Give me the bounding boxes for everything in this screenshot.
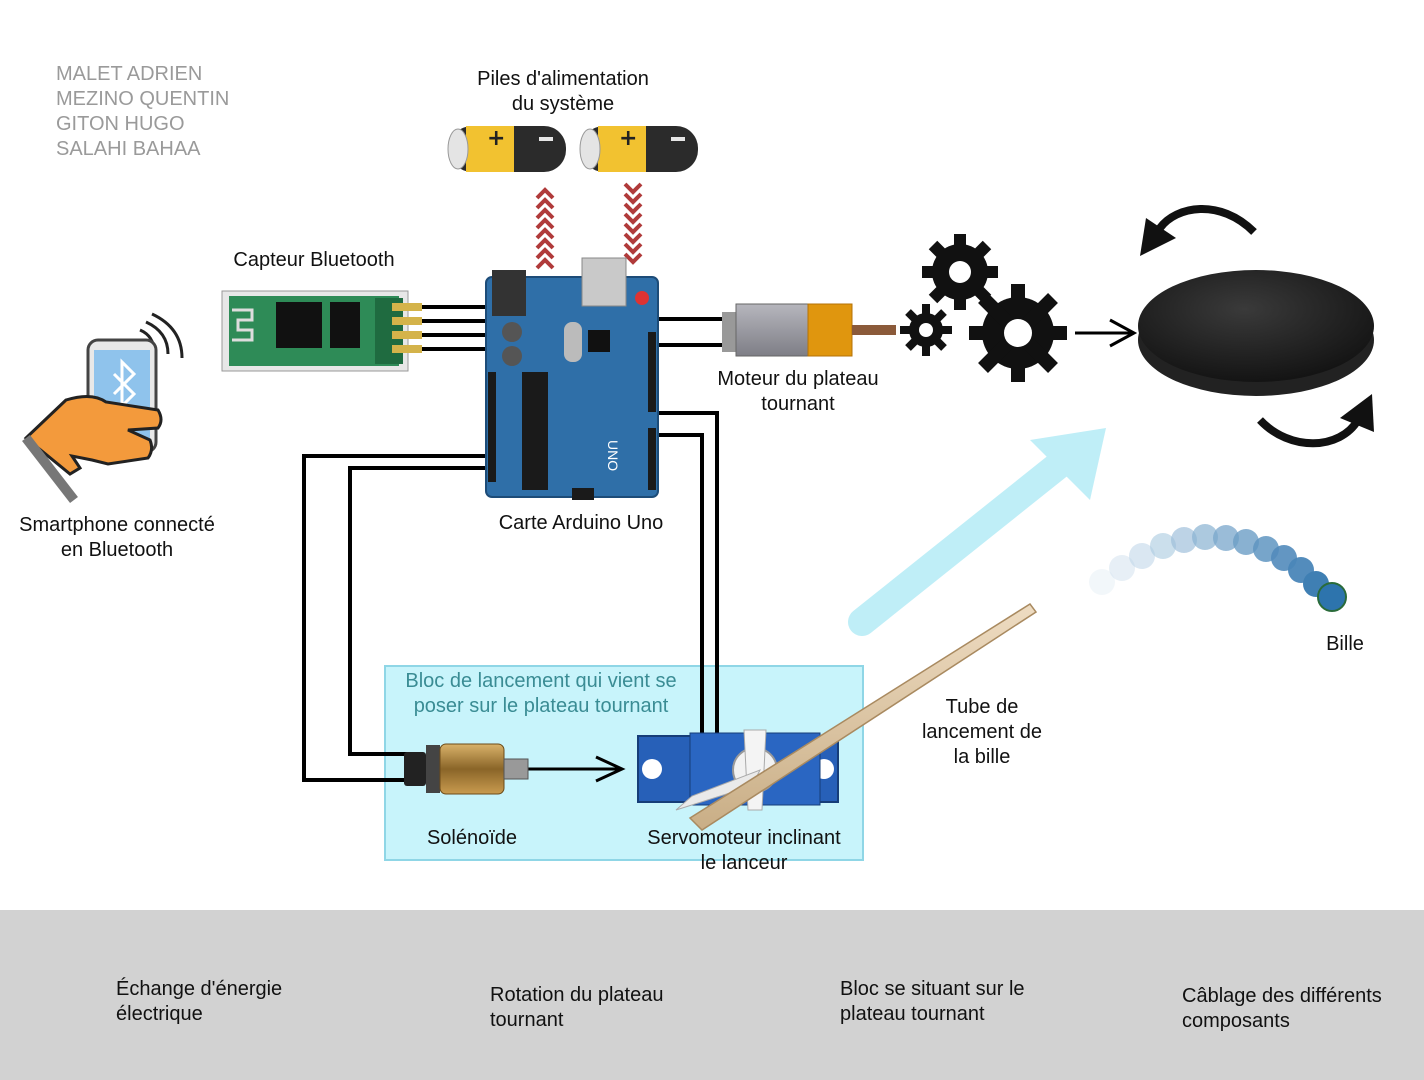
solenoid-icon	[404, 743, 529, 795]
tube-icon	[688, 602, 1038, 831]
svg-text:+: +	[487, 126, 505, 151]
chevron-icon	[535, 182, 643, 270]
launch-block-title: Bloc de lancement qui vient se poser sur…	[405, 670, 677, 717]
marble-label: Bille	[1326, 633, 1364, 655]
block-direction-arrow	[848, 428, 1106, 636]
turntable-icon	[1138, 270, 1374, 396]
solenoid-label: Solénoïde	[426, 827, 518, 849]
bluetooth-icon	[112, 358, 137, 410]
arduino-board-icon: UNO	[485, 257, 659, 500]
authors-list: MALET ADRIEN MEZINO QUENTIN GITON HUGO S…	[56, 63, 230, 160]
motor-icon	[722, 303, 896, 357]
battery-icon: +	[579, 126, 698, 172]
bluetooth-sensor-label: Capteur Bluetooth	[233, 249, 395, 271]
servo-label: Servomoteur inclinant le lanceur	[647, 827, 841, 874]
legend-rotation-label: Rotation du plateau tournant	[490, 984, 664, 1031]
legend-wiring-label: Câblage des différents composants	[1182, 985, 1382, 1032]
motor-label: Moteur du plateau tournant	[717, 368, 879, 415]
svg-text:+: +	[619, 126, 637, 151]
legend-panel: Échange d'énergie électrique Rotation du…	[0, 910, 1424, 1080]
gear-icon	[922, 234, 998, 310]
marble-icon	[1089, 524, 1347, 612]
servo-icon	[637, 729, 839, 811]
arduino-label: Carte Arduino Uno	[498, 512, 664, 534]
tube-label: Tube de lancement de la bille	[921, 696, 1043, 768]
gear-icon	[969, 284, 1067, 382]
bluetooth-module-icon	[221, 290, 422, 372]
rotation-arrow-icon	[1257, 394, 1374, 448]
rotation-arrow-icon	[1140, 205, 1257, 256]
gear-icon	[900, 304, 952, 356]
batteries-label: Piles d'alimentation du système	[477, 68, 649, 115]
legend-energy-label: Échange d'énergie électrique	[116, 978, 283, 1025]
arduino-board-text: UNO	[605, 440, 621, 471]
smartphone-label: Smartphone connecté en Bluetooth	[19, 514, 215, 561]
battery-icon: +	[447, 126, 566, 172]
smartphone-icon	[22, 312, 184, 504]
legend-block-label: Bloc se situant sur le plateau tournant	[840, 978, 1025, 1025]
